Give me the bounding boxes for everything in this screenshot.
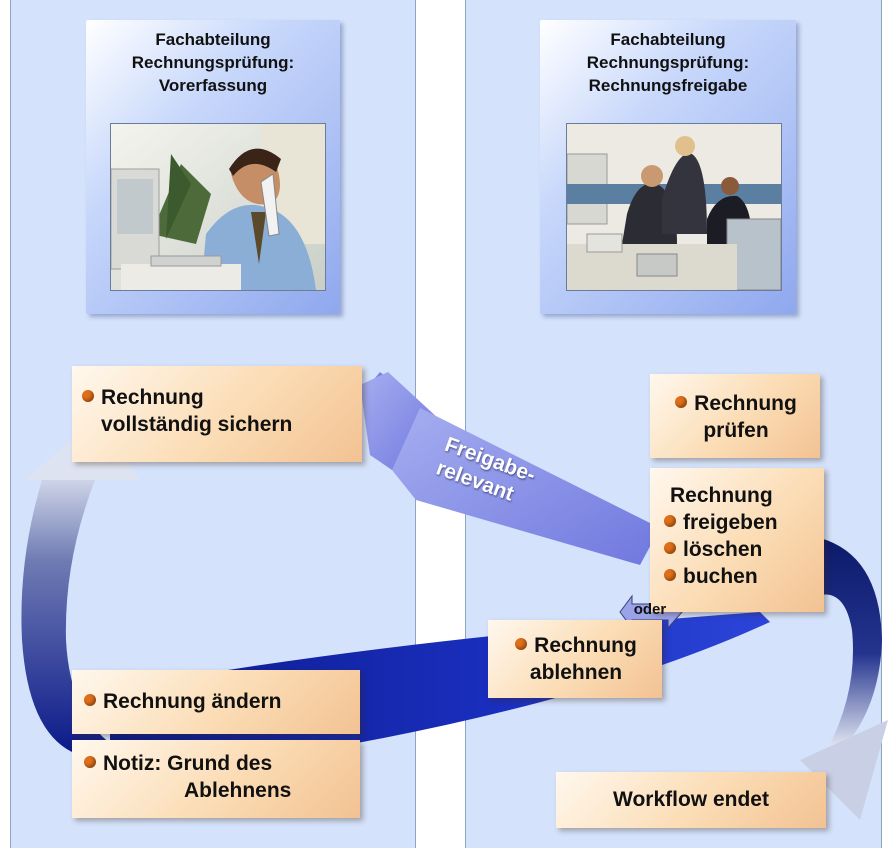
bullet-icon (82, 390, 94, 402)
step-save-invoice: Rechnung vollständig sichern (72, 366, 362, 462)
step-line: löschen (664, 536, 778, 563)
bullet-icon (515, 638, 528, 650)
bullet-icon (664, 569, 676, 581)
step-text: löschen (683, 538, 763, 561)
step-text: vollständig sichern (101, 413, 293, 436)
release-arrow-main (392, 408, 660, 565)
or-label: oder (633, 601, 667, 618)
bullet-icon (84, 756, 96, 768)
team-office-photo (566, 123, 782, 291)
step-invoice-actions: Rechnung freigeben löschen buchen (650, 468, 824, 612)
step-text: Rechnung (694, 392, 797, 415)
step-text: prüfen (703, 419, 769, 442)
step-rejection-note: Notiz: Grund des Ablehnens (72, 740, 360, 818)
header-box-vorerfassung: Fachabteilung Rechnungsprüfung: Vorerfas… (86, 20, 340, 314)
title-line: Rechnungsprüfung: (586, 53, 750, 72)
step-workflow-end: Workflow endet (556, 772, 826, 828)
title-line: Fachabteilung (155, 30, 271, 49)
step-check-invoice: Rechnung prüfen (650, 374, 820, 458)
step-text: freigeben (683, 511, 778, 534)
person-on-phone-photo (110, 123, 326, 291)
title-line: Fachabteilung (610, 30, 726, 49)
title-line: Vorerfassung (158, 76, 268, 95)
step-line: Rechnung (82, 384, 292, 411)
step-text: Rechnung (534, 634, 637, 657)
bullet-icon (675, 396, 688, 408)
step-text: Rechnung (101, 386, 204, 409)
step-text: Workflow endet (613, 788, 769, 811)
title-line: Rechnungsprüfung: (131, 53, 295, 72)
step-text: ablehnen (529, 661, 623, 684)
header-title-rechnungsfreigabe: Fachabteilung Rechnungsprüfung: Rechnung… (540, 28, 796, 97)
title-line: Rechnungsfreigabe (588, 76, 748, 95)
step-line: freigeben (664, 509, 778, 536)
step-text: buchen (683, 565, 758, 588)
step-text: Ablehnens (184, 779, 292, 802)
bullet-icon (664, 515, 676, 527)
header-box-rechnungsfreigabe: Fachabteilung Rechnungsprüfung: Rechnung… (540, 20, 796, 314)
bullet-icon (84, 694, 96, 706)
header-title-vorerfassung: Fachabteilung Rechnungsprüfung: Vorerfas… (86, 28, 340, 97)
end-loop-arrowhead (800, 720, 888, 820)
step-text: Rechnung ändern (103, 690, 282, 713)
step-line: Rechnung ändern (84, 688, 282, 715)
release-arrow-body (360, 372, 440, 470)
step-text: Notiz: Grund des (103, 752, 273, 775)
bullet-icon (664, 542, 676, 554)
step-line: buchen (664, 563, 778, 590)
step-reject-invoice: Rechnung ablehnen (488, 620, 662, 698)
step-text: Rechnung (670, 484, 773, 507)
step-line: Rechnung (656, 390, 816, 417)
step-line: Notiz: Grund des (84, 750, 291, 777)
end-loop-arrow (820, 538, 882, 748)
step-line: Rechnung (498, 632, 654, 659)
step-change-invoice: Rechnung ändern (72, 670, 360, 734)
return-loop-arrow (21, 458, 120, 752)
